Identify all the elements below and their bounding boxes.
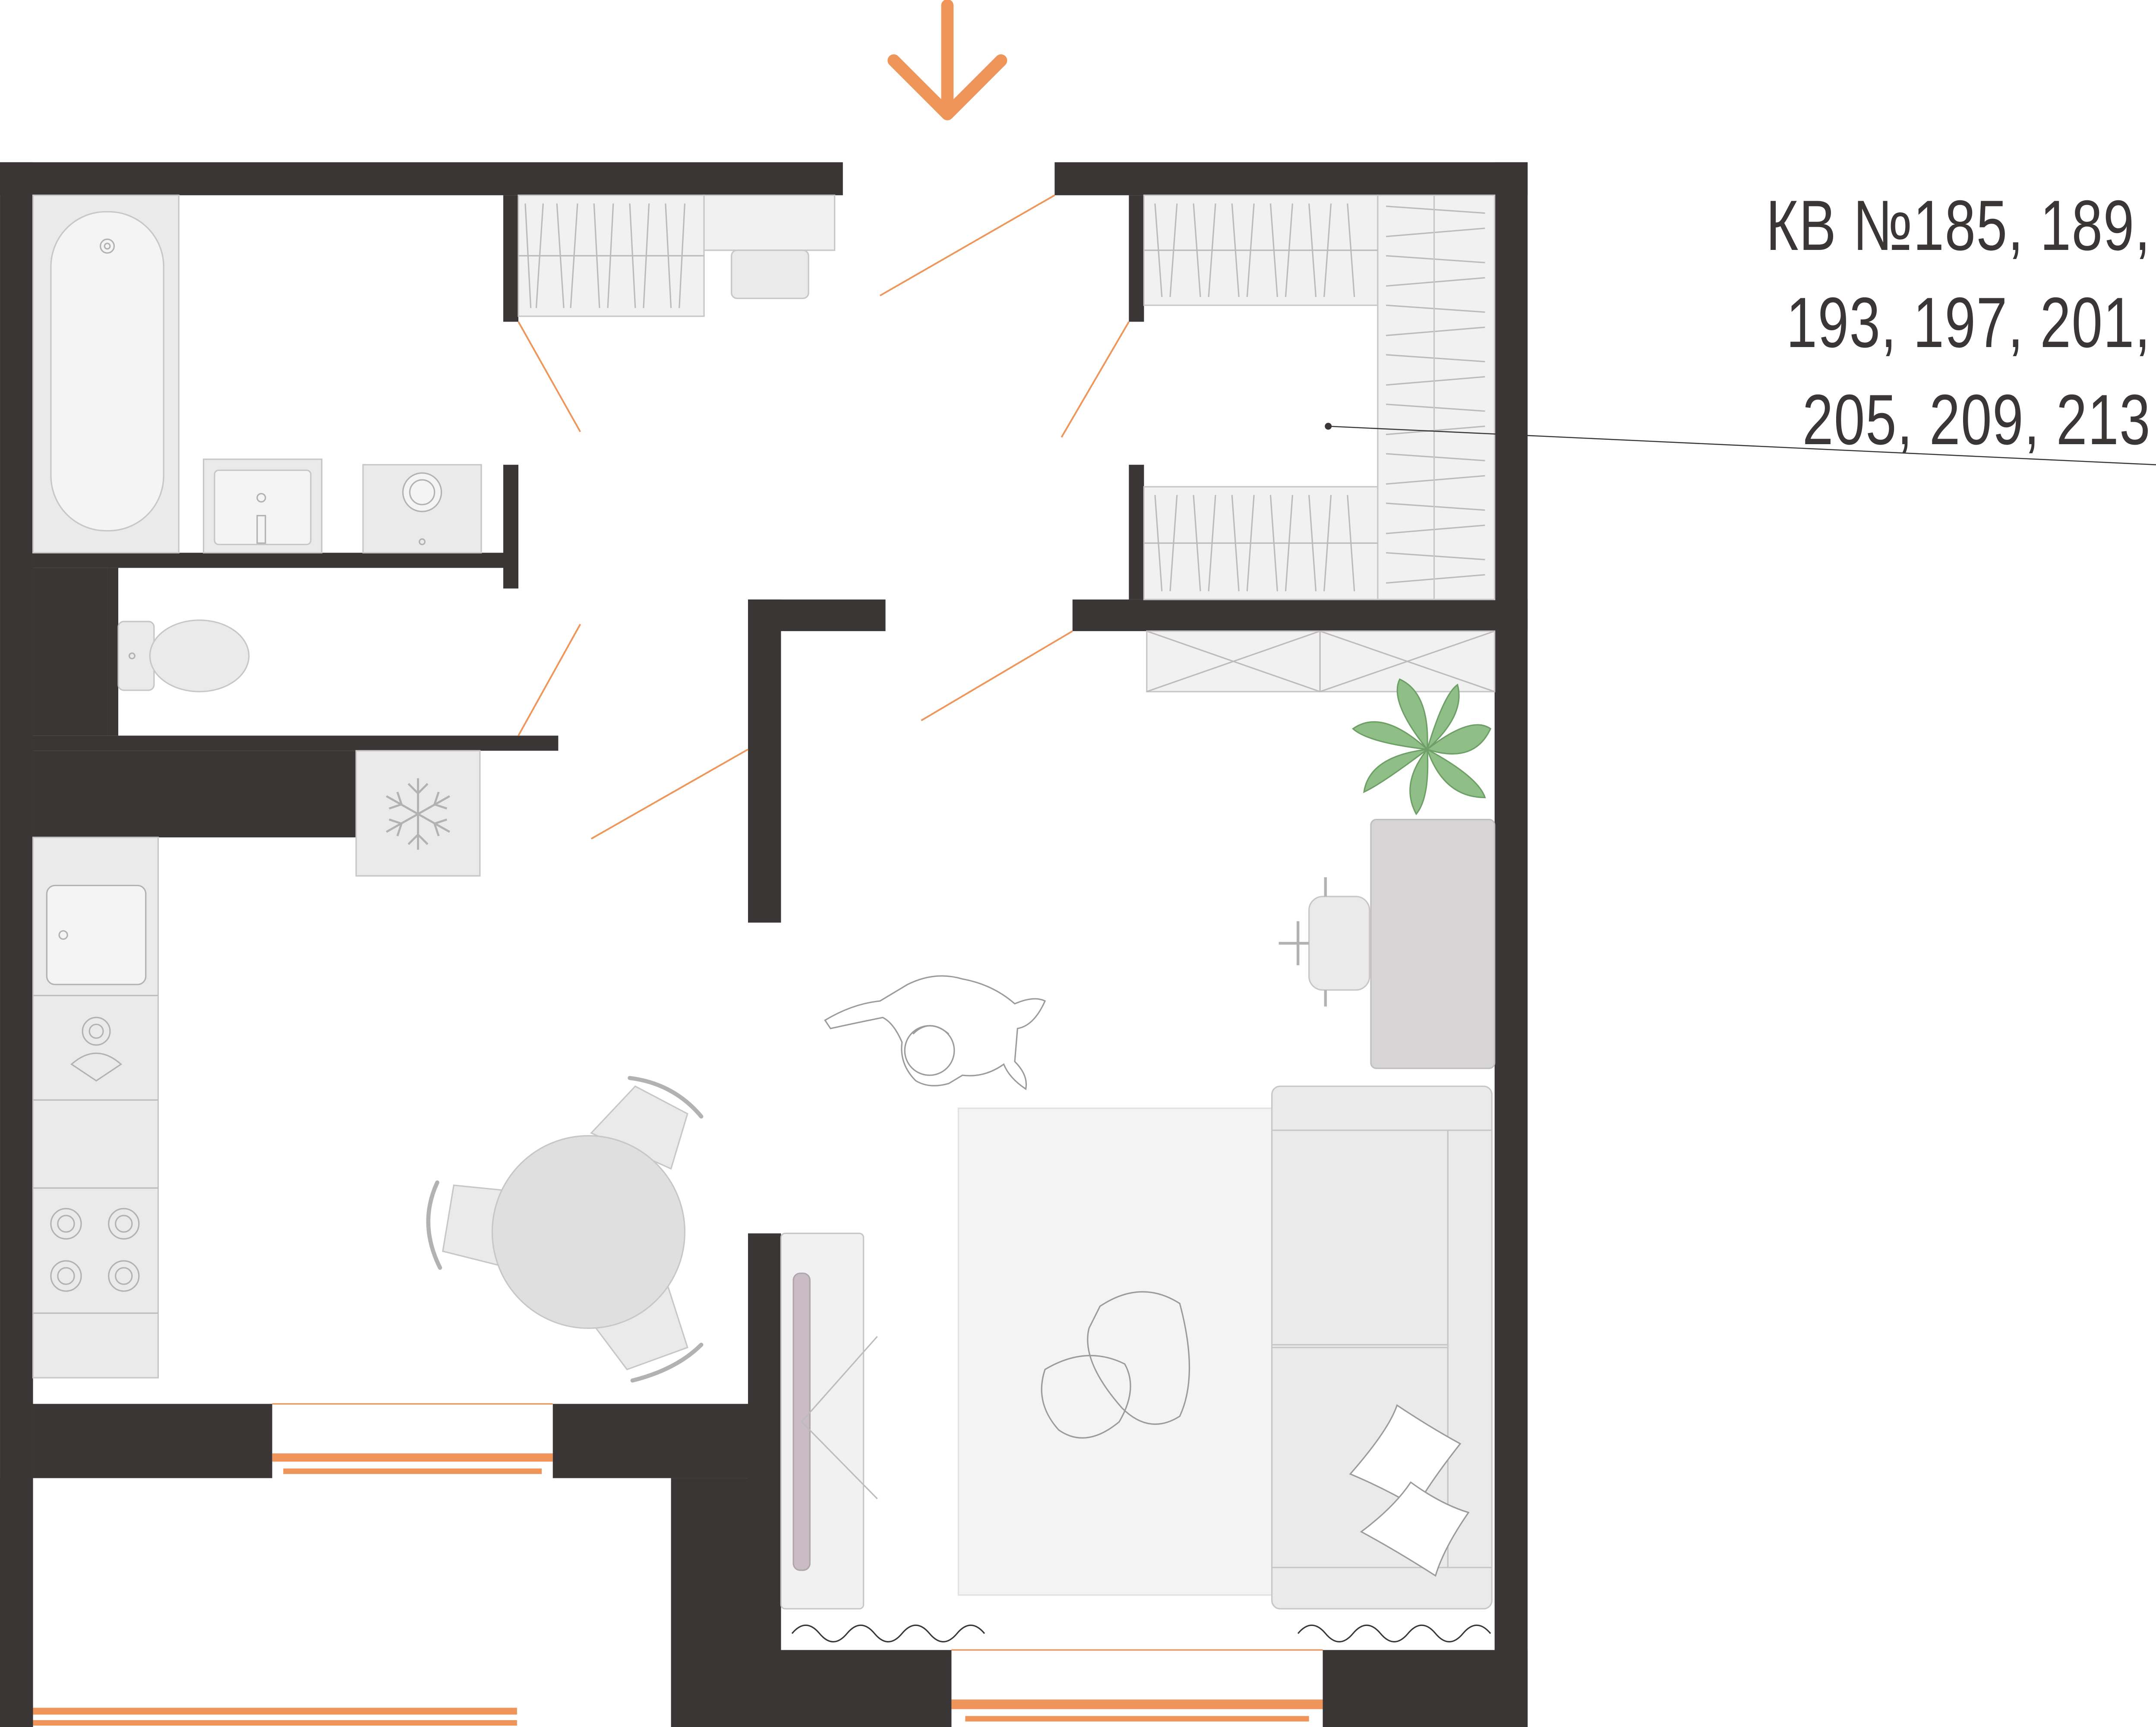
walk-in-wardrobe bbox=[1143, 194, 1496, 600]
apartment-label-line: КВ №185, 189, bbox=[1766, 186, 2151, 265]
washing-machine bbox=[362, 464, 482, 554]
snowflake-icon bbox=[386, 778, 450, 850]
dining-chair bbox=[426, 1180, 510, 1270]
kitchen-counter bbox=[32, 837, 159, 1379]
desk-chair bbox=[1278, 877, 1370, 1007]
shoe-cabinet bbox=[703, 194, 836, 299]
coffee-table bbox=[1041, 1291, 1190, 1439]
desk bbox=[1370, 818, 1496, 1069]
person-icon bbox=[824, 975, 1046, 1090]
entrance-arrow-icon bbox=[887, 0, 1007, 120]
apartment-label-line: 205, 209, 213 bbox=[1802, 380, 2151, 459]
apartment-label-line: 193, 197, 201, bbox=[1786, 283, 2151, 362]
toilet bbox=[117, 619, 250, 692]
hallway-wardrobe bbox=[518, 194, 705, 317]
plant-icon bbox=[1352, 678, 1492, 815]
room-window bbox=[951, 1649, 1323, 1727]
sofa bbox=[1271, 1085, 1493, 1610]
dining-table bbox=[491, 1135, 686, 1329]
cushion bbox=[1349, 1404, 1470, 1577]
kitchen-window bbox=[272, 1403, 553, 1478]
label-leader-line bbox=[1325, 423, 2156, 465]
freezer bbox=[355, 750, 481, 877]
tv-stand bbox=[780, 1232, 878, 1610]
walls bbox=[0, 162, 1528, 1727]
bathtub bbox=[32, 194, 180, 554]
room-shelf bbox=[1146, 630, 1496, 692]
bathroom-sink bbox=[202, 458, 323, 554]
door-swings bbox=[518, 194, 1130, 840]
balcony-window bbox=[33, 1708, 517, 1726]
curtain bbox=[791, 1624, 1491, 1643]
rug bbox=[957, 1107, 1317, 1596]
